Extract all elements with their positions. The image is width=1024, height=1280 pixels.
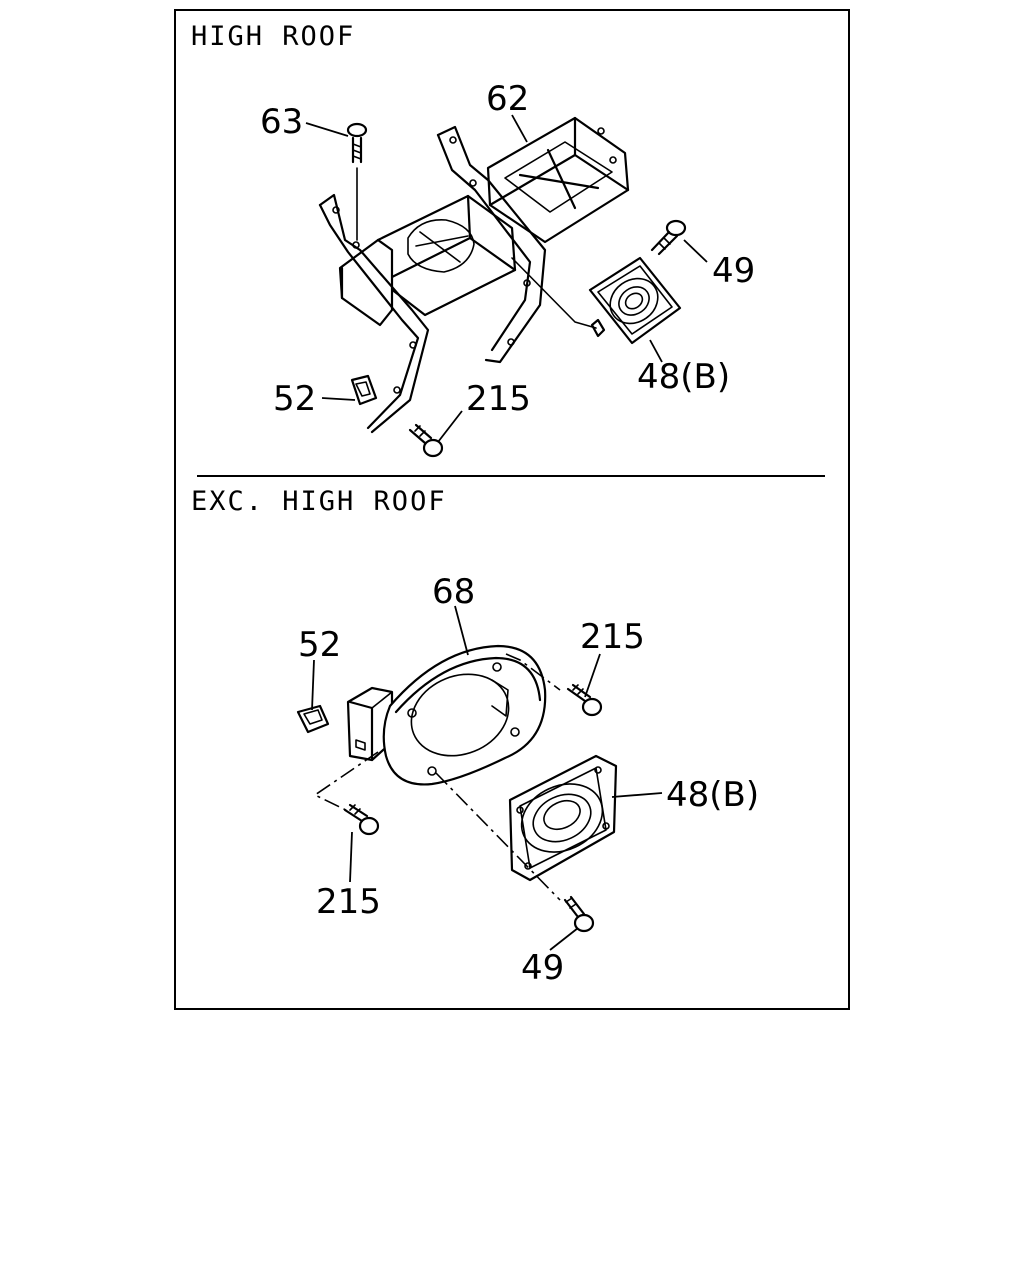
callout-48b-high: 48(B): [637, 357, 730, 397]
callout-52-high: 52: [273, 379, 316, 419]
leader-68: [454, 605, 469, 656]
section-title-exc-high-roof: EXC. HIGH ROOF: [191, 486, 447, 517]
bolt-icon: [343, 803, 380, 836]
assembly-line-center: [435, 772, 561, 901]
bolt-icon: [563, 895, 595, 933]
leader-48b-high: [649, 339, 663, 363]
bolt-icon: [650, 219, 687, 256]
clip-icon: [350, 374, 378, 406]
speaker-icon: [588, 256, 682, 345]
callout-52-exc: 52: [298, 625, 341, 665]
leader-62: [511, 114, 528, 143]
callout-48b-exc: 48(B): [666, 775, 759, 815]
leader-49-exc: [549, 927, 579, 951]
assembly-line-right: [505, 653, 561, 691]
callout-215-exc-left: 215: [316, 882, 381, 922]
leader-63: [305, 122, 349, 137]
section-title-high-roof: HIGH ROOF: [191, 21, 355, 52]
diagram-frame: [174, 9, 850, 1010]
callout-49-exc: 49: [521, 948, 564, 988]
callout-49-high: 49: [712, 251, 755, 291]
speaker-box-cover-62: [486, 116, 630, 244]
leader-215-exc-left: [349, 831, 353, 883]
leader-52-high: [321, 397, 356, 401]
bolt-icon: [566, 683, 603, 717]
assembly-line-left: [313, 751, 379, 813]
leader-52-exc: [311, 659, 315, 711]
spacer-ring-icon: [382, 644, 547, 786]
callout-68: 68: [432, 572, 475, 612]
speaker-wire-harness: [511, 257, 597, 329]
speaker-icon: [508, 754, 618, 882]
bolt-icon: [408, 423, 444, 458]
clip-icon: [296, 704, 330, 734]
callout-215-high: 215: [466, 379, 531, 419]
leader-215-high: [437, 410, 463, 443]
callout-62: 62: [486, 79, 529, 119]
leader-49-high: [683, 239, 708, 263]
bolt-icon: [346, 122, 368, 164]
leader-215-exc-right: [584, 653, 601, 698]
speaker-bracket-assembly: [318, 125, 547, 434]
callout-63: 63: [260, 102, 303, 142]
callout-215-exc-right: 215: [580, 617, 645, 657]
leader-48b-exc: [611, 792, 663, 798]
